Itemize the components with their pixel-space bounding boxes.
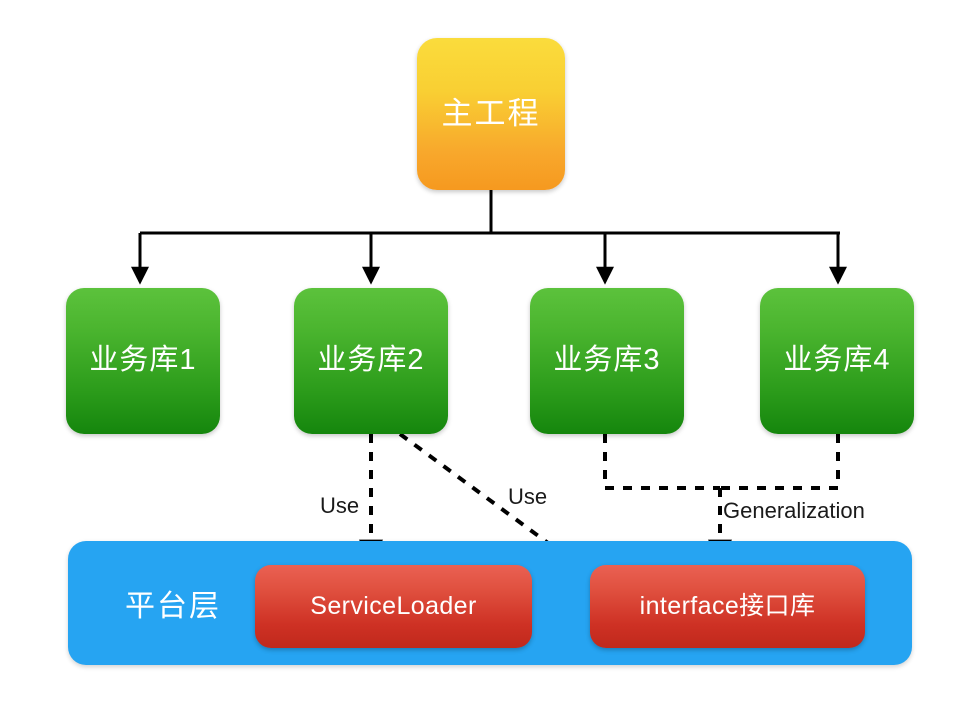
node-business-library-4[interactable]: 业务库4 [760,288,914,434]
edge-generalization-module4 [720,434,840,490]
node-business-library-4-label: 业务库4 [783,344,891,377]
node-business-library-1-label: 业务库1 [89,344,197,377]
node-service-loader[interactable]: ServiceLoader [255,565,532,648]
node-business-library-3[interactable]: 业务库3 [530,288,684,434]
edge-generalization-module3 [603,434,720,490]
node-business-library-3-label: 业务库3 [553,344,661,377]
edge-label-generalization: Generalization [723,498,865,523]
node-main-project-label: 主工程 [441,95,541,131]
edge-label-use-interface: Use [508,484,548,509]
node-interface-library-label: interface接口库 [639,591,816,620]
node-main-project[interactable]: 主工程 [417,38,565,190]
edge-label-use-serviceloader: Use [320,493,360,518]
node-business-library-1[interactable]: 业务库1 [66,288,220,434]
node-business-library-2-label: 业务库2 [317,344,425,377]
node-service-loader-label: ServiceLoader [310,591,477,620]
node-business-library-2[interactable]: 业务库2 [294,288,448,434]
node-platform-layer-label: 平台层 [125,590,221,623]
node-interface-library[interactable]: interface接口库 [590,565,865,648]
